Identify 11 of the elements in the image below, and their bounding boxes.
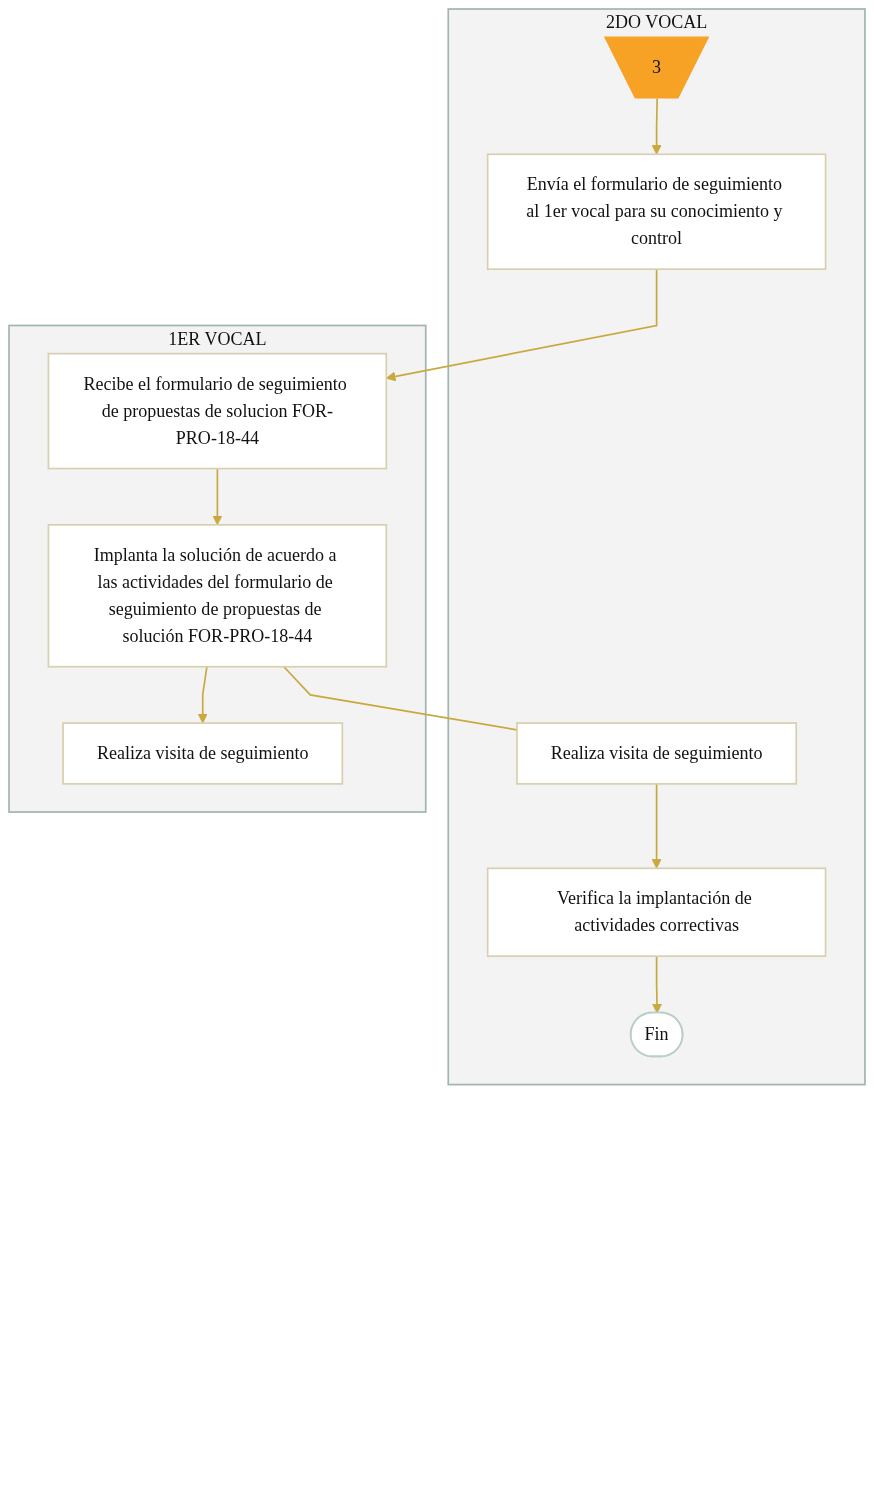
- arrow: [652, 955, 662, 1014]
- arrow: [197, 665, 208, 724]
- node-box: Realiza visita de seguimiento: [62, 722, 344, 785]
- node-box: Verifica la implantación de actividades correctivas: [486, 867, 827, 958]
- node-box: Recibe el formulario de seguimiento de propuestas de solucion FOR-PRO-18-44: [47, 352, 388, 470]
- node-box: Realiza visita de seguimiento: [516, 722, 798, 785]
- arrow: [212, 467, 223, 526]
- node-box: Envía el formulario de seguimiento al 1er vocal para su conocimiento y control: [486, 153, 827, 270]
- node-box: Implanta la solución de acuerdo a las actividades del formulario de seguimiento de propuestas de solución FOR-PRO-18-44: [47, 524, 388, 668]
- arrow: [651, 97, 662, 155]
- arrow: [651, 783, 662, 869]
